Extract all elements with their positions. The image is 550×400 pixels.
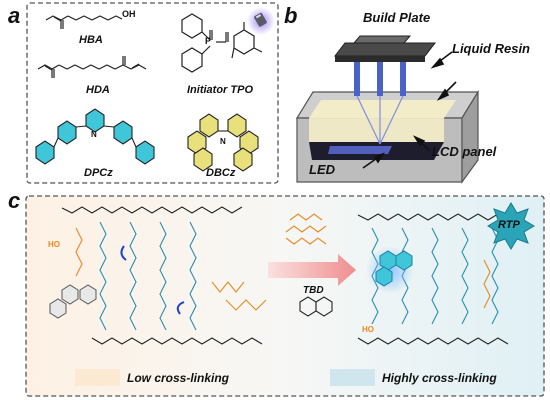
dpcz-n-atom: N	[91, 130, 97, 139]
liquid-resin-surface	[309, 100, 456, 118]
panel-a-letter: a	[8, 3, 21, 28]
dbcz-n-atom: N	[220, 137, 226, 146]
hba-structure	[45, 15, 123, 29]
dbcz-structure	[187, 113, 259, 172]
build-plate-label: Build Plate	[363, 10, 431, 25]
legend-swatch-low	[75, 369, 120, 386]
hda-label: HDA	[86, 84, 110, 96]
pendant-hydroxyl-label: HO	[48, 240, 60, 249]
panel-c-letter: c	[8, 188, 21, 213]
liquid-resin-label: Liquid Resin	[452, 41, 530, 56]
high-crosslink-dye	[375, 250, 413, 287]
transesterification-arrow	[268, 254, 356, 286]
network-hydroxyl-label: HO	[362, 325, 374, 334]
panel-c-frame	[25, 195, 545, 397]
low-crosslink-network	[61, 206, 267, 345]
hda-structure	[37, 56, 147, 78]
dpcz-structure	[35, 108, 155, 165]
tpo-label: Initiator TPO	[187, 84, 253, 96]
tbd-label: TBD	[303, 285, 324, 296]
hba-oh: OH	[122, 9, 136, 19]
panel-a-frame	[26, 2, 279, 184]
tpo-p-atom: P	[205, 36, 212, 46]
low-crosslink-dye	[49, 284, 97, 319]
dbcz-label: DBCz	[206, 167, 236, 179]
dpcz-label: DPCz	[84, 167, 113, 179]
liquid-resin	[309, 118, 444, 142]
legend-high-label: Highly cross-linking	[382, 371, 497, 385]
hba-label: HBA	[79, 34, 103, 46]
rtp-label: RTP	[498, 219, 520, 231]
legend-low-label: Low cross-linking	[127, 371, 230, 385]
rtp-badge	[487, 202, 535, 250]
build-plate	[333, 35, 437, 62]
crosslinker-structure	[285, 213, 327, 245]
panel-b-letter: b	[284, 3, 298, 28]
legend-swatch-high	[330, 369, 375, 386]
print-beams	[354, 62, 406, 145]
high-crosslink-network	[357, 213, 509, 345]
printer-vat	[295, 89, 480, 184]
lcd-panel-label: LCD panel	[432, 144, 497, 159]
tpo-structure	[181, 13, 263, 73]
flask-icon	[254, 12, 267, 27]
panel-b-pointers	[362, 51, 457, 169]
tbd-structure	[299, 296, 333, 317]
led-label: LED	[309, 162, 335, 177]
